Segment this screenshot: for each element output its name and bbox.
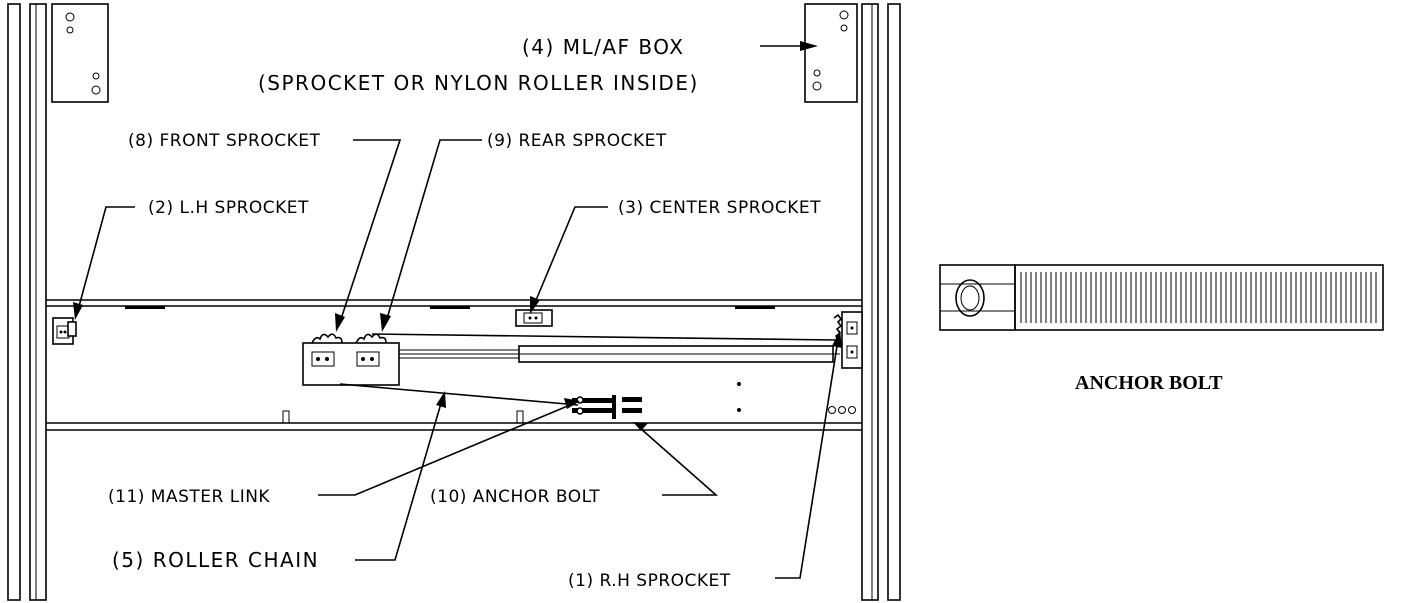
center-sprocket [515, 309, 553, 327]
label-rh-sprocket: (1) R.H SPROCKET [568, 571, 731, 591]
label-roller-chain: (5) ROLLER CHAIN [112, 548, 319, 572]
ml-af-box [804, 3, 858, 103]
label-front-sprocket: (8) FRONT SPROCKET [128, 131, 320, 151]
master-link [572, 396, 612, 415]
label-rear-sprocket: (9) REAR SPROCKET [487, 131, 667, 151]
anchor-bolt-caption: ANCHOR BOLT [1075, 372, 1223, 394]
roller-chain [339, 333, 837, 406]
label-center-sprocket: (3) CENTER SPROCKET [618, 198, 821, 218]
right-track [861, 3, 901, 601]
anchor-bolt-part [612, 395, 642, 419]
left-track [7, 3, 47, 601]
upper-rail [46, 299, 862, 309]
lh-sprocket [52, 317, 77, 345]
lower-rail [46, 410, 862, 431]
label-anchor-bolt: (10) ANCHOR BOLT [430, 487, 600, 507]
trolley-assembly [302, 342, 840, 386]
label-ml-af-box-sub: (SPROCKET OR NYLON ROLLER INSIDE) [258, 71, 699, 95]
label-master-link: (11) MASTER LINK [108, 487, 270, 507]
label-lh-sprocket: (2) L.H SPROCKET [148, 198, 309, 218]
rear-sprocket-gear [355, 333, 387, 344]
front-sprocket-gear [311, 333, 343, 344]
left-top-bracket [51, 3, 109, 103]
leader-lines [73, 41, 842, 579]
anchor-bolt-detail [939, 264, 1384, 331]
label-ml-af-box: (4) ML/AF BOX [522, 35, 684, 59]
